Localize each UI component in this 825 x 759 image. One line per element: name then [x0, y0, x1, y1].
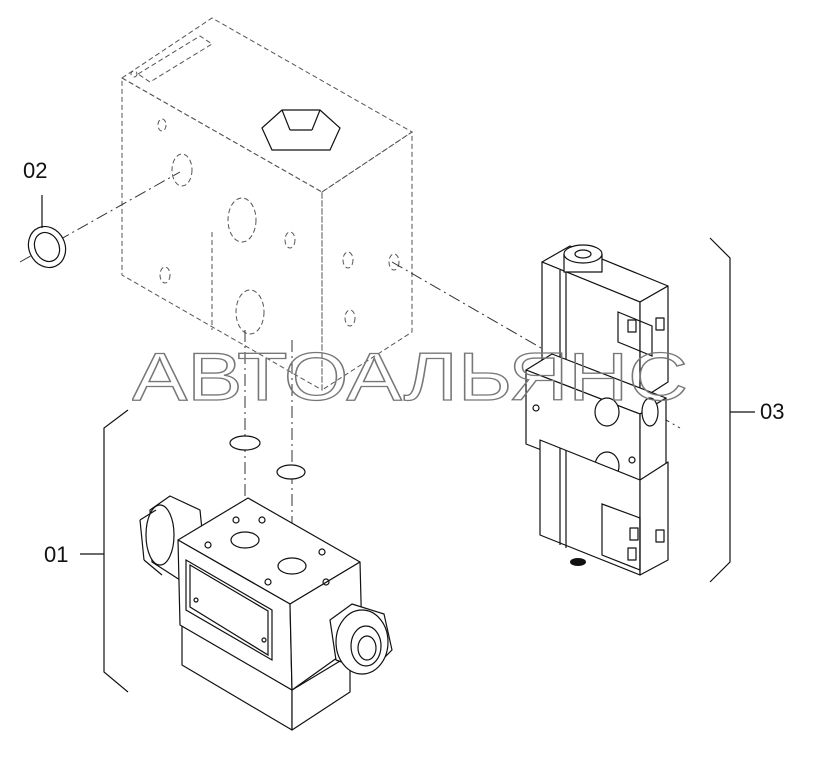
bracket-01: [103, 409, 129, 693]
o-ring: [229, 435, 306, 480]
seal-ring: [27, 225, 67, 269]
callout-label-03: 03: [760, 399, 785, 424]
callout-label-02: 02: [23, 158, 48, 183]
watermark-text: АВТОАЛЬЯНС: [132, 340, 688, 410]
watermark: АВТОАЛЬЯНС: [132, 340, 689, 410]
bracket-03: [709, 237, 731, 583]
directional-valve: [139, 495, 393, 731]
solenoid-valve: [525, 244, 669, 576]
callout-label-01: 01: [44, 542, 69, 567]
manifold-block: [121, 17, 413, 391]
